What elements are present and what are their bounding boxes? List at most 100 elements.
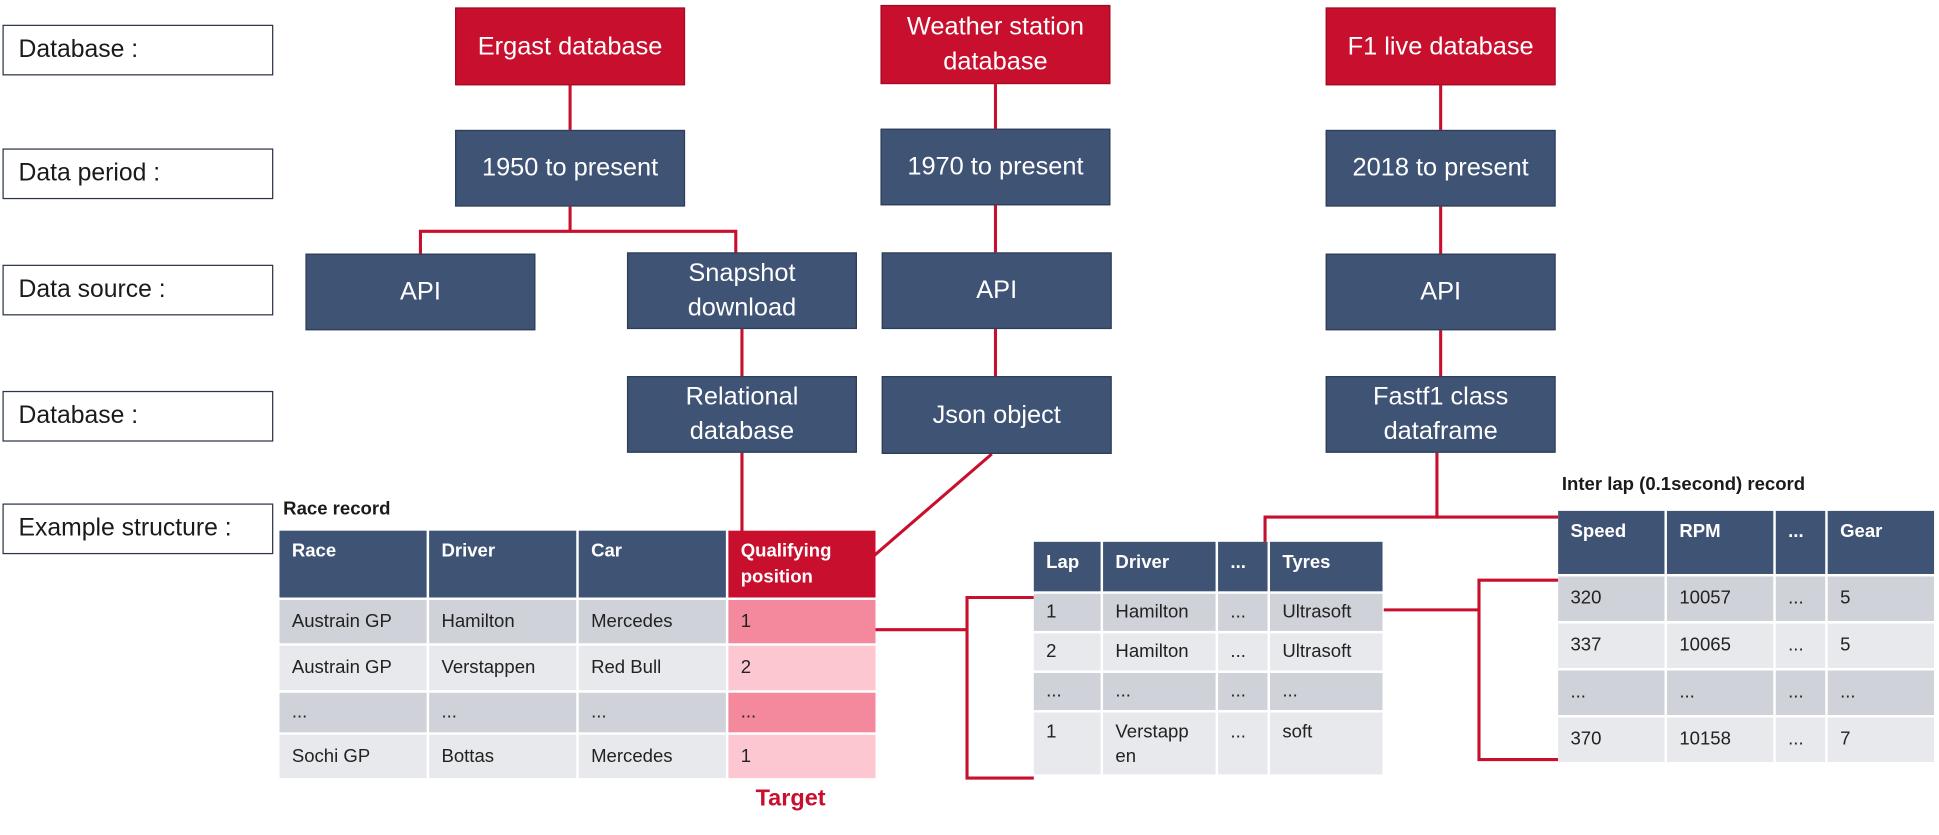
qualifying-position-cell: ... xyxy=(728,692,876,733)
row-label-database: Database : xyxy=(2,24,274,76)
race-header-car: Car xyxy=(578,530,726,598)
ergast-relational-box: Relational database xyxy=(626,376,857,453)
lap-header-tyres: Tyres xyxy=(1269,541,1383,592)
interlap-header-ellipsis: ... xyxy=(1775,510,1826,574)
race-header-race: Race xyxy=(279,530,427,598)
row-label-data-source: Data source : xyxy=(2,264,274,316)
ergast-database-box: Ergast database xyxy=(455,7,686,86)
table-row: 1 Hamilton ... Ultrasoft xyxy=(1033,593,1383,631)
ellipsis-cell: ... xyxy=(1218,633,1268,671)
gear-cell: 7 xyxy=(1827,717,1935,763)
race-cell: Sochi GP xyxy=(279,734,427,779)
car-cell: Red Bull xyxy=(578,645,726,691)
ellipsis-cell: ... xyxy=(1775,623,1826,669)
rpm-cell: 10065 xyxy=(1666,623,1774,669)
lap-record-table: Lap Driver ... Tyres 1 Hamilton ... Ultr… xyxy=(1031,539,1385,777)
gear-cell: 5 xyxy=(1827,576,1935,621)
interlap-header-row: Speed RPM ... Gear xyxy=(1558,510,1935,574)
lap-header-driver: Driver xyxy=(1103,541,1216,592)
bracket-lap-table xyxy=(965,595,1034,780)
driver-cell: Hamilton xyxy=(1103,593,1216,631)
tyres-cell: Ultrasoft xyxy=(1269,593,1383,631)
table-row: Austrain GP Verstappen Red Bull 2 xyxy=(279,645,876,691)
gear-cell: 5 xyxy=(1827,623,1935,669)
qualifying-position-cell: 2 xyxy=(728,645,876,691)
table-row: Austrain GP Hamilton Mercedes 1 xyxy=(279,599,876,644)
row-label-storage: Database : xyxy=(2,390,274,442)
table-row: 320 10057 ... 5 xyxy=(1558,576,1935,621)
car-cell: ... xyxy=(578,692,726,733)
table-row: 1 Verstapp en ... soft xyxy=(1033,712,1383,775)
lap-cell: 1 xyxy=(1033,712,1101,775)
row-label-data-period: Data period : xyxy=(2,148,274,200)
interlap-header-speed: Speed xyxy=(1558,510,1665,574)
driver-cell: Hamilton xyxy=(1103,633,1216,671)
interlap-header-rpm: RPM xyxy=(1666,510,1774,574)
connector-fastf1-tables xyxy=(1263,452,1439,542)
race-cell: ... xyxy=(279,692,427,733)
ellipsis-cell: ... xyxy=(1218,712,1268,775)
tyres-cell: soft xyxy=(1269,712,1383,775)
speed-cell: 320 xyxy=(1558,576,1665,621)
ellipsis-cell: ... xyxy=(1218,672,1268,711)
race-record-table: Race Driver Car Qualifying position Aust… xyxy=(277,528,878,780)
qualifying-position-cell: 1 xyxy=(728,734,876,779)
interlap-record-caption: Inter lap (0.1second) record xyxy=(1561,473,1806,495)
weather-api-box: API xyxy=(881,252,1112,330)
ergast-period-box: 1950 to present xyxy=(455,129,686,207)
lap-header-ellipsis: ... xyxy=(1218,541,1268,592)
ergast-api-box: API xyxy=(305,253,536,331)
lap-header-lap: Lap xyxy=(1033,541,1101,592)
ellipsis-cell: ... xyxy=(1775,670,1826,716)
race-header-driver: Driver xyxy=(429,530,577,598)
driver-cell: Bottas xyxy=(429,734,577,779)
lap-cell: 1 xyxy=(1033,593,1101,631)
driver-cell: ... xyxy=(429,692,577,733)
interlap-header-gear: Gear xyxy=(1827,510,1935,574)
bracket-interlap-table xyxy=(1477,578,1559,762)
table-row: 337 10065 ... 5 xyxy=(1558,623,1935,669)
driver-cell: ... xyxy=(1103,672,1216,711)
interlap-record-table: Speed RPM ... Gear 320 10057 ... 5 337 1… xyxy=(1556,508,1937,764)
gear-cell: ... xyxy=(1827,670,1935,716)
race-cell: Austrain GP xyxy=(279,599,427,644)
ellipsis-cell: ... xyxy=(1775,717,1826,763)
connector-ergast-split-snapshot xyxy=(570,229,738,254)
ellipsis-cell: ... xyxy=(1218,593,1268,631)
table-row: 2 Hamilton ... Ultrasoft xyxy=(1033,633,1383,671)
qualifying-position-cell: 1 xyxy=(728,599,876,644)
weather-json-box: Json object xyxy=(881,376,1112,454)
connector-json-qualifying xyxy=(873,452,993,557)
car-cell: Mercedes xyxy=(578,734,726,779)
speed-cell: 370 xyxy=(1558,717,1665,763)
race-record-caption: Race record xyxy=(283,498,391,520)
driver-cell: Verstappen xyxy=(429,645,577,691)
ergast-snapshot-box: Snapshot download xyxy=(626,252,857,330)
target-label: Target xyxy=(755,785,826,812)
f1live-fastf1-box: Fastf1 class dataframe xyxy=(1325,376,1556,453)
weather-database-box: Weather station database xyxy=(880,4,1111,85)
race-cell: Austrain GP xyxy=(279,645,427,691)
speed-cell: 337 xyxy=(1558,623,1665,669)
row-label-example-structure: Example structure : xyxy=(2,503,274,555)
driver-cell: Hamilton xyxy=(429,599,577,644)
rpm-cell: 10057 xyxy=(1666,576,1774,621)
f1live-database-box: F1 live database xyxy=(1325,7,1556,86)
race-header-qualifying-position: Qualifying position xyxy=(728,530,876,598)
table-row: ... ... ... ... xyxy=(1033,672,1383,711)
f1live-period-box: 2018 to present xyxy=(1325,129,1556,207)
rpm-cell: ... xyxy=(1666,670,1774,716)
f1live-api-box: API xyxy=(1325,253,1556,331)
weather-period-box: 1970 to present xyxy=(880,128,1111,206)
ellipsis-cell: ... xyxy=(1775,576,1826,621)
connector-ergast-period-split xyxy=(418,206,572,254)
table-row: Sochi GP Bottas Mercedes 1 xyxy=(279,734,876,779)
car-cell: Mercedes xyxy=(578,599,726,644)
table-row: 370 10158 ... 7 xyxy=(1558,717,1935,763)
tyres-cell: Ultrasoft xyxy=(1269,633,1383,671)
table-row: ... ... ... ... xyxy=(279,692,876,733)
race-record-header-row: Race Driver Car Qualifying position xyxy=(279,530,876,598)
speed-cell: ... xyxy=(1558,670,1665,716)
lap-cell: ... xyxy=(1033,672,1101,711)
